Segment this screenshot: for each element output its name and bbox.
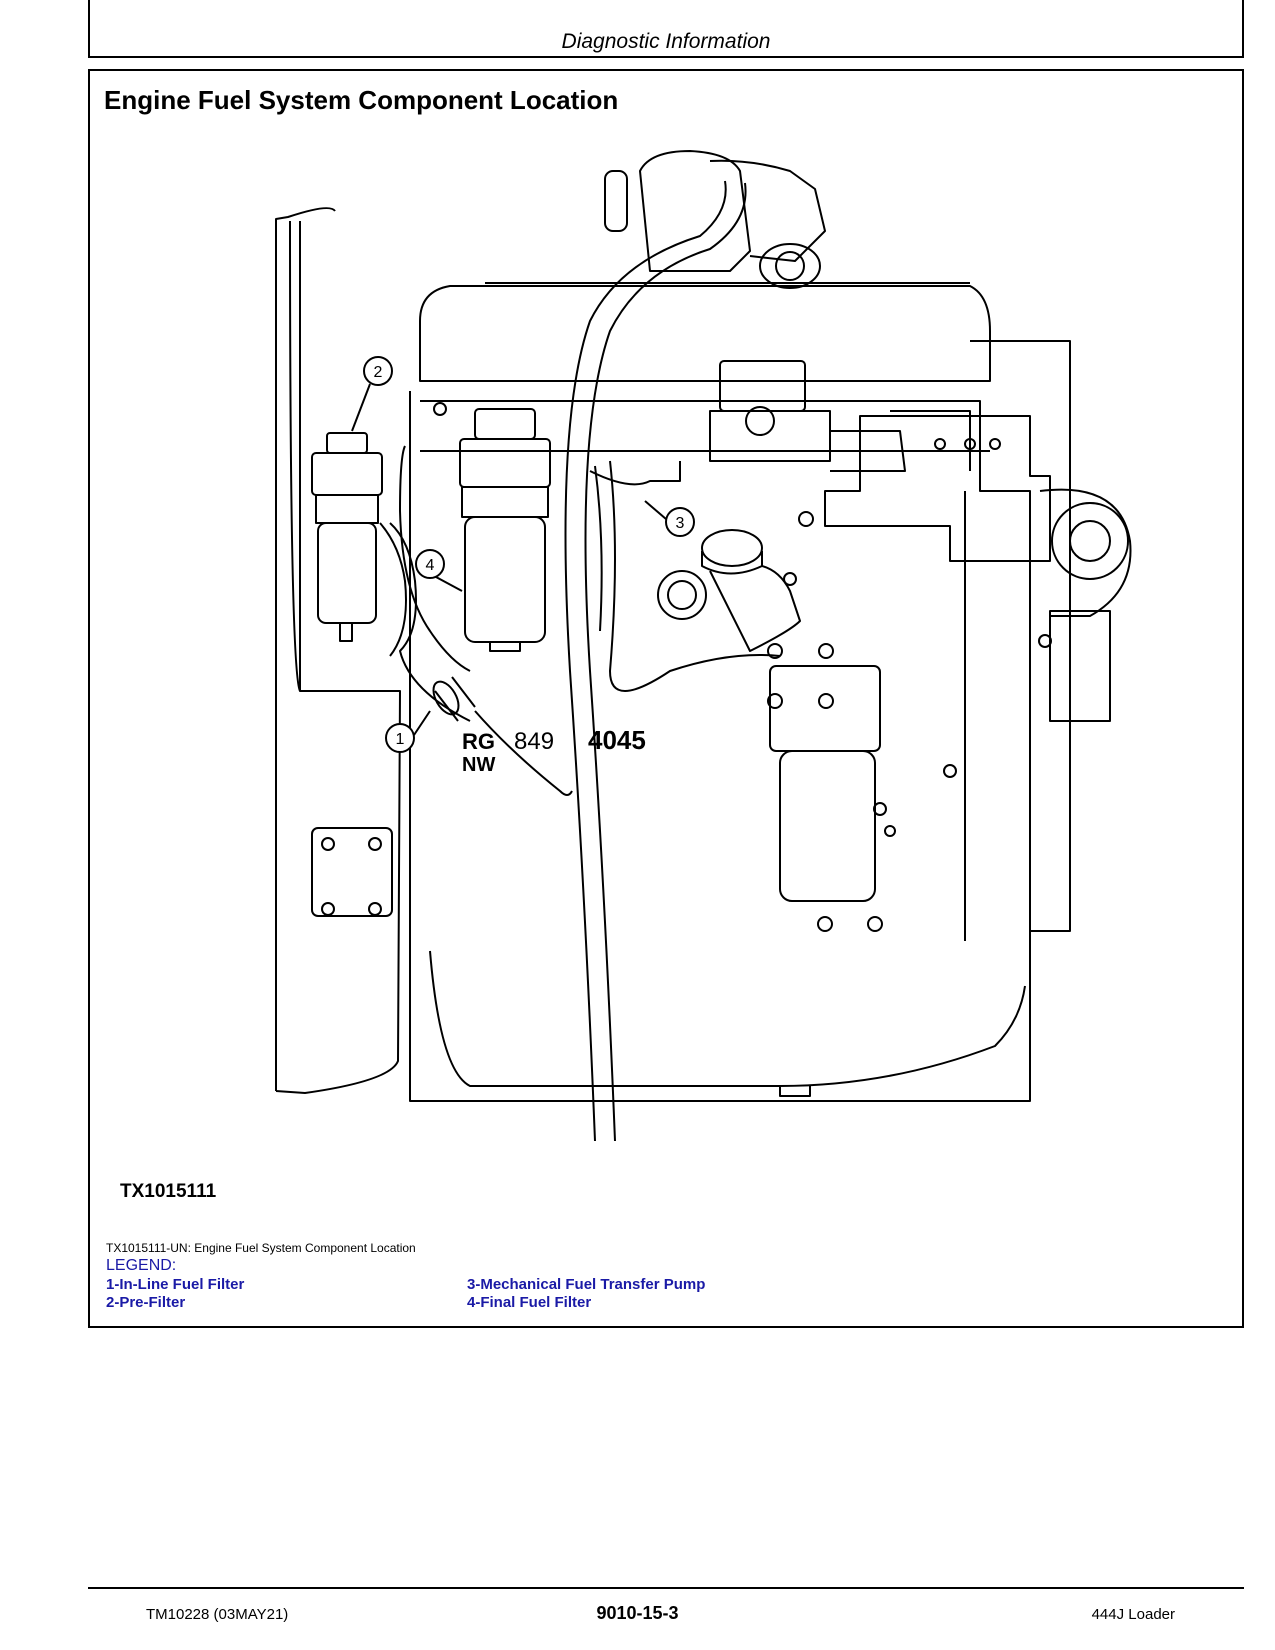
header-box: Diagnostic Information <box>88 0 1244 58</box>
footer-doc-id: TM10228 (03MAY21) <box>146 1606 289 1623</box>
final-fuel-filter <box>459 408 551 652</box>
casting-text-4045: 4045 <box>588 725 646 755</box>
oil-fill-cap <box>701 529 763 567</box>
figure-title: Engine Fuel System Component Location <box>104 85 619 115</box>
footer-divider <box>88 1587 1244 1589</box>
valve-cover <box>419 285 991 382</box>
figure-caption: TX1015111-UN: Engine Fuel System Compone… <box>106 1241 416 1255</box>
footer-model: 444J Loader <box>1091 1606 1175 1623</box>
frame-panel <box>275 207 401 1094</box>
turbocharger <box>639 150 751 272</box>
engine-illustration: 2 1 3 4 RG 849 4045 NW <box>275 150 1132 1142</box>
casting-text-nw: NW <box>462 754 495 776</box>
side-plate <box>311 827 393 917</box>
bracket <box>824 415 1051 562</box>
page-number: 9010-15-3 <box>596 1603 679 1623</box>
figure-panel: Engine Fuel System Component Location <box>88 69 1244 1328</box>
callout-2: 2 <box>374 364 383 381</box>
alternator <box>1039 488 1132 617</box>
legend-title: LEGEND: <box>106 1257 177 1274</box>
section-header: Diagnostic Information <box>561 30 771 53</box>
figure-id: TX1015111 <box>120 1181 217 1202</box>
casting-text-rg: RG <box>462 729 495 754</box>
callout-4: 4 <box>426 557 435 574</box>
oil-pan <box>429 950 1026 1087</box>
fuel-line-2 <box>389 522 471 722</box>
legend-item-2: 2-Pre-Filter <box>106 1294 186 1311</box>
legend-item-4: 4-Final Fuel Filter <box>467 1294 592 1311</box>
in-line-fuel-filter <box>432 676 573 796</box>
callout-1: 1 <box>396 731 405 748</box>
fuel-line-3 <box>609 460 781 692</box>
pre-filter <box>311 432 383 642</box>
engine-block <box>409 391 1031 1102</box>
fuel-line-1 <box>564 180 727 1142</box>
legend-item-1: 1-In-Line Fuel Filter <box>106 1276 245 1293</box>
callout-3: 3 <box>676 515 685 532</box>
legend-item-3: 3-Mechanical Fuel Transfer Pump <box>467 1276 706 1293</box>
casting-text-849: 849 <box>514 728 554 755</box>
oil-filter <box>769 665 881 902</box>
